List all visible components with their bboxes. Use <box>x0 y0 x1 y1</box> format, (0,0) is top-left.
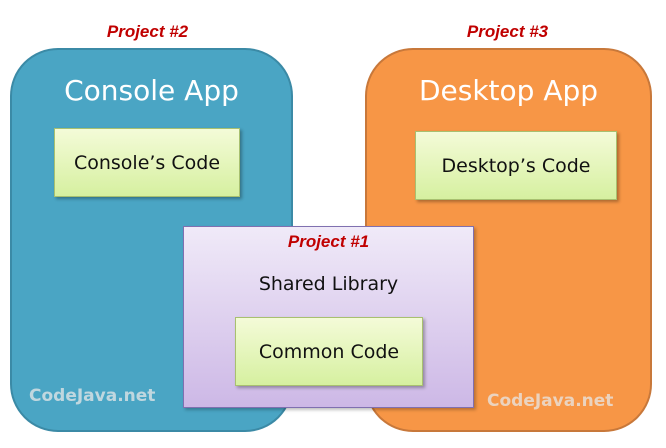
shared-library-title: Shared Library <box>258 273 399 295</box>
shared-library-box: Project #1 Shared Library Common Code <box>183 226 474 408</box>
watermark: CodeJava.net <box>29 386 156 406</box>
common-code-label: Common Code <box>258 340 400 363</box>
console-app-title: Console App <box>64 74 239 107</box>
console-code-box: Console’s Code <box>54 128 240 197</box>
watermark: CodeJava.net <box>487 391 614 411</box>
project-1-label: Project #1 <box>287 232 370 251</box>
console-code-label: Console’s Code <box>73 151 221 174</box>
project-3-label: Project #3 <box>466 22 549 41</box>
project-2-label: Project #2 <box>106 22 189 41</box>
desktop-code-box: Desktop’s Code <box>415 131 617 200</box>
common-code-box: Common Code <box>235 317 423 386</box>
desktop-code-label: Desktop’s Code <box>441 154 591 177</box>
desktop-app-title: Desktop App <box>418 74 599 107</box>
